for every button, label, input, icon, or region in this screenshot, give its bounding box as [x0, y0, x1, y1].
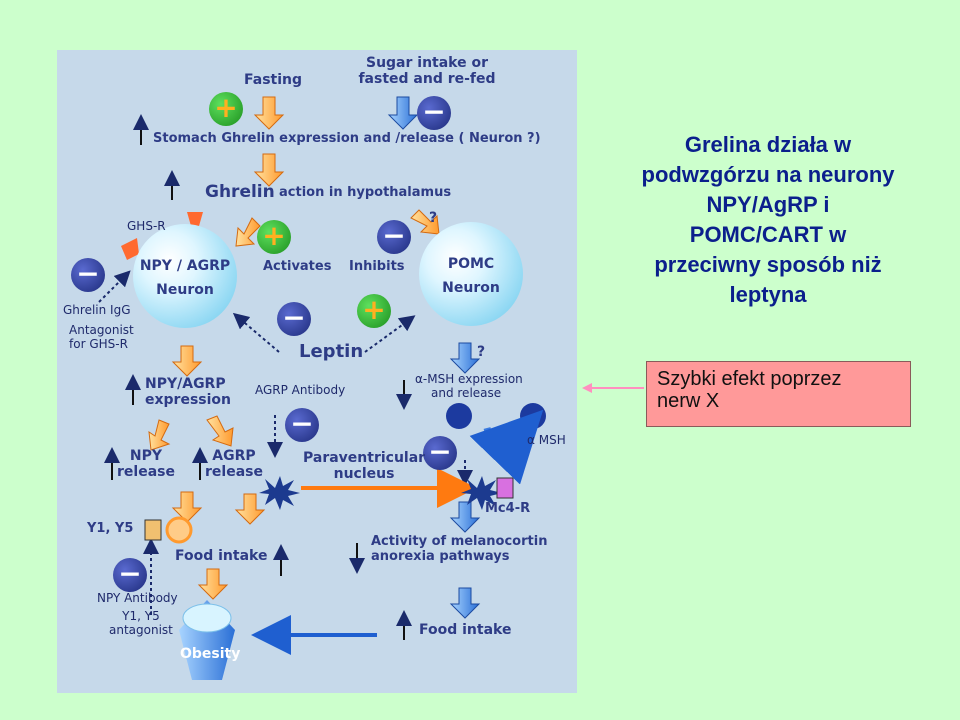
question-mark: ? — [477, 344, 486, 360]
plus-icon: + — [357, 294, 391, 328]
ghs-r-receptor-icon — [187, 212, 203, 226]
obesity-glow — [182, 603, 232, 633]
orange-arrow — [235, 217, 261, 247]
minus-icon: − — [71, 258, 105, 292]
orange-arrow — [253, 96, 285, 130]
dotted-arrow — [98, 270, 131, 303]
receptor-star-icon — [259, 476, 300, 510]
msh-molecule-icon — [446, 403, 472, 429]
orange-arrow — [171, 491, 203, 523]
minus-icon: − — [277, 302, 311, 336]
callout-box: Szybki efekt poprzez nerw X — [646, 361, 911, 427]
blue-arrow — [449, 587, 481, 619]
orange-arrow — [253, 153, 285, 187]
receptor-star-icon — [461, 476, 502, 510]
neuron-label: Neuron — [156, 282, 214, 298]
ghrelin-label: Ghrelin — [205, 182, 275, 202]
ghrelin-action-label: action in hypothalamus — [279, 185, 452, 200]
stomach-ghrelin-label: Stomach Ghrelin expression and /release … — [153, 131, 541, 146]
msh-curve-arrow — [469, 409, 544, 485]
npy-ligand-icon — [165, 516, 193, 544]
ghrelin-pathway-diagram: NPY / AGRP Neuron POMC Neuron + − + − − … — [57, 50, 577, 693]
minus-icon: − — [113, 558, 147, 592]
msh-label: α MSH — [527, 433, 566, 447]
plus-icon: + — [209, 92, 243, 126]
fasting-label: Fasting — [244, 72, 303, 88]
blue-arrow — [387, 96, 419, 130]
orange-arrow — [206, 415, 234, 447]
msh-molecule-icon — [520, 403, 546, 429]
diagram-graphics — [98, 96, 546, 680]
blue-arrow — [449, 342, 481, 374]
callout-arrow-icon — [582, 383, 644, 393]
npy-agrp-neuron: NPY / AGRP Neuron — [133, 224, 237, 328]
slide-title: Grelina działa w podwzgórzu na neurony N… — [641, 132, 895, 307]
y1y5-label: Y1, Y5 — [87, 521, 134, 536]
agrp-release-label: AGRP release — [205, 448, 263, 481]
ghrelin-igg-label: Ghrelin IgG — [63, 303, 131, 317]
orange-arrow — [197, 568, 229, 600]
food-intake-right-label: Food intake — [419, 622, 512, 638]
minus-icon: − — [417, 96, 451, 130]
ghrelin-igg-receptor-icon — [121, 238, 139, 260]
leptin-label: Leptin — [299, 341, 364, 362]
npy-agrp-label: NPY / AGRP — [139, 258, 231, 274]
y1y5-antagonist-label: Y1, Y5 antagonist — [109, 609, 173, 637]
msh-expression-label: α-MSH expression and release — [415, 372, 523, 400]
mc4r-receptor-icon — [496, 477, 514, 499]
pomc-label: POMC — [447, 256, 495, 272]
food-intake-left-label: Food intake — [175, 548, 268, 564]
inhibits-label: Inhibits — [349, 259, 405, 274]
sugar-intake-label: Sugar intake or fasted and re-fed — [358, 55, 496, 88]
orange-arrow — [148, 419, 171, 451]
neuron-label: Neuron — [442, 280, 500, 296]
dotted-arrow — [232, 312, 280, 353]
obesity-label: Obesity — [180, 646, 241, 662]
blue-arrow — [449, 501, 481, 533]
orange-arrow — [410, 209, 440, 235]
plus-icon: + — [257, 220, 291, 254]
agrp-antibody-label: AGRP Antibody — [255, 383, 346, 397]
activates-label: Activates — [263, 259, 332, 274]
npy-agrp-expression-label: NPY/AGRP expression — [145, 376, 231, 409]
mc4r-label: Mc4-R — [485, 501, 531, 516]
minus-icon: − — [377, 220, 411, 254]
minus-icon: − — [285, 408, 319, 442]
pvn-label: Paraventricular nucleus — [303, 450, 426, 483]
npy-antibody-label: NPY Antibody — [97, 591, 178, 605]
question-mark: ? — [429, 210, 438, 226]
activity-label: Activity of melanocortin anorexia pathwa… — [371, 534, 548, 564]
y1y5-receptor-icon — [144, 519, 162, 541]
pomc-neuron: POMC Neuron — [419, 222, 523, 326]
minus-icon: − — [423, 436, 457, 470]
orange-arrow — [171, 345, 203, 377]
orange-arrow — [234, 493, 266, 525]
antagonist-label: Antagonist for GHS-R — [69, 323, 134, 351]
ghs-r-label: GHS-R — [127, 219, 166, 233]
npy-release-label: NPY release — [117, 448, 175, 481]
